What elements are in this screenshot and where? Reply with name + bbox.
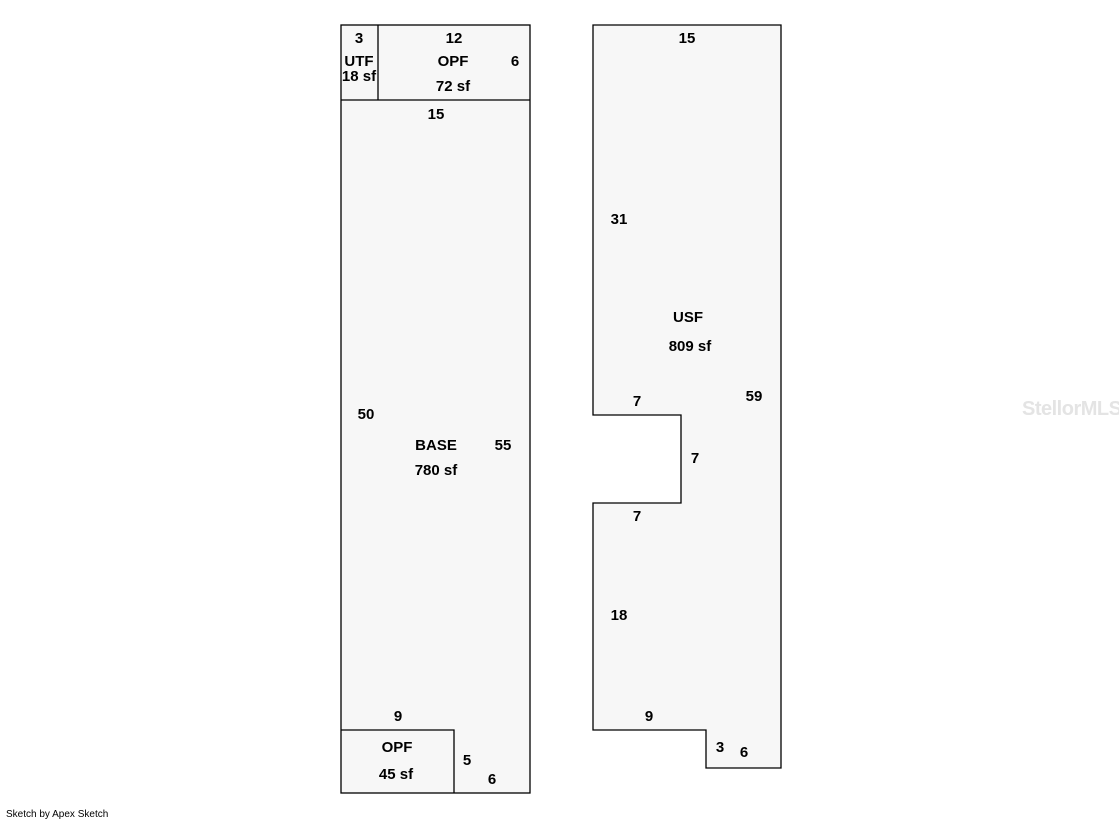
dim-base-left: 50 <box>358 406 375 423</box>
base-label: BASE <box>415 437 457 454</box>
dim-base-bottom: 6 <box>488 771 496 788</box>
dim-usf-right: 59 <box>746 388 763 405</box>
opf-bottom-divider <box>341 729 455 793</box>
utf-label: UTF <box>344 53 373 70</box>
usf-outline <box>592 24 782 769</box>
utf-area: 18 sf <box>342 68 377 85</box>
dim-opf-bottom-side: 5 <box>463 752 471 769</box>
dim-utf-top: 3 <box>355 30 363 47</box>
watermark: StellorMLS <box>1022 398 1119 420</box>
opf-top-label: OPF <box>438 53 469 70</box>
dim-usf-bottom-right: 6 <box>740 744 748 761</box>
dim-usf-bottom-left: 9 <box>645 708 653 725</box>
sketch-credit: Sketch by Apex Sketch <box>6 809 109 820</box>
dim-base-right: 55 <box>495 437 512 454</box>
dim-opf-top-side: 6 <box>511 53 519 70</box>
dim-base-top: 15 <box>428 106 445 123</box>
dim-usf-top: 15 <box>679 30 696 47</box>
dim-usf-step: 3 <box>716 739 724 756</box>
dim-usf-notch-top: 7 <box>633 393 641 410</box>
opf-bottom-area: 45 sf <box>379 766 414 783</box>
dim-opf-top-width: 12 <box>446 30 463 47</box>
dim-base-bottom-notch: 9 <box>394 708 402 725</box>
usf-area: 809 sf <box>669 338 713 355</box>
base-outline <box>340 24 531 794</box>
dim-usf-left-lower: 18 <box>611 607 628 624</box>
dim-usf-left-upper: 31 <box>611 211 628 228</box>
base-area: 780 sf <box>415 462 459 479</box>
dim-usf-notch-side: 7 <box>691 450 699 467</box>
usf-label: USF <box>673 309 703 326</box>
dim-usf-notch-bottom: 7 <box>633 508 641 525</box>
opf-top-area: 72 sf <box>436 78 471 95</box>
opf-bottom-label: OPF <box>382 739 413 756</box>
